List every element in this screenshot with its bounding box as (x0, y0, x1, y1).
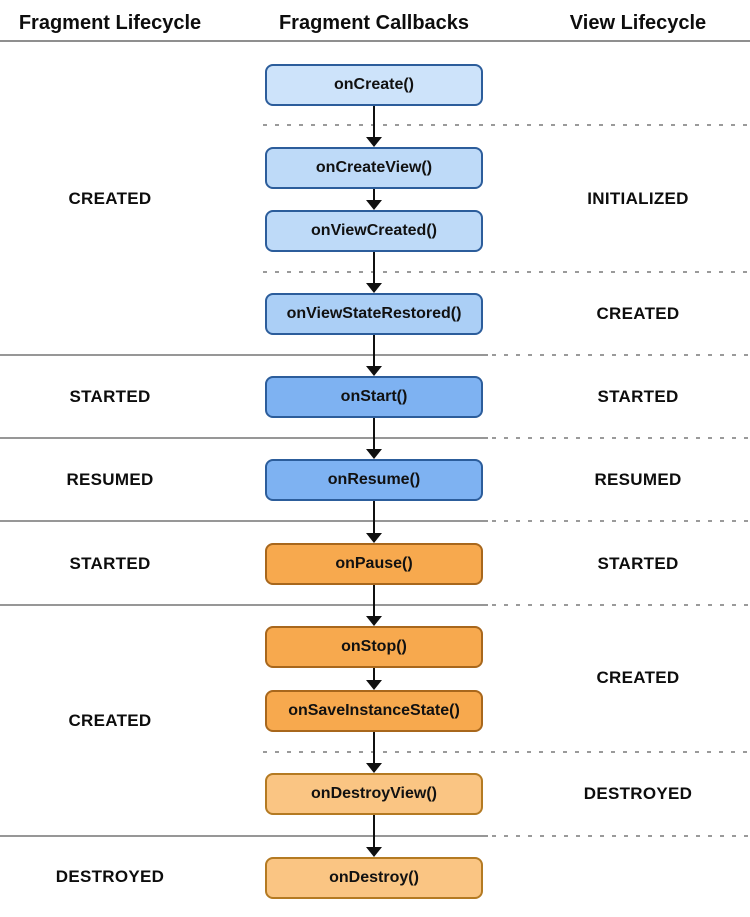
flow-arrow (366, 418, 382, 459)
arrow-shaft (373, 585, 375, 616)
view-state-label-destroyed: DESTROYED (583, 784, 693, 803)
view-state-divider-dashed (492, 604, 750, 606)
flow-arrow (366, 585, 382, 626)
callback-box-ondestroyview: onDestroyView() (265, 773, 483, 815)
view-state-divider-dashed (263, 124, 750, 126)
arrow-shaft (373, 815, 375, 847)
flow-arrow (366, 252, 382, 293)
arrow-head-icon (366, 763, 382, 773)
view-state-label-started-2: STARTED (597, 554, 679, 573)
arrow-shaft (373, 106, 375, 137)
flow-arrow (366, 732, 382, 773)
callback-box-onstop: onStop() (265, 626, 483, 668)
fragment-state-divider (0, 354, 488, 356)
callback-box-onviewcreated: onViewCreated() (265, 210, 483, 252)
callback-box-ondestroy: onDestroy() (265, 857, 483, 899)
column-header-view-lifecycle: View Lifecycle (569, 12, 707, 34)
arrow-head-icon (366, 137, 382, 147)
flow-arrow (366, 106, 382, 147)
fragment-state-divider (0, 604, 488, 606)
header-divider-line (0, 40, 750, 42)
view-state-label-resumed: RESUMED (594, 470, 682, 489)
column-header-fragment-callbacks: Fragment Callbacks (278, 12, 470, 34)
flow-arrow (366, 189, 382, 210)
view-state-divider-dashed (263, 751, 750, 753)
arrow-shaft (373, 189, 375, 200)
arrow-head-icon (366, 366, 382, 376)
view-state-divider-dashed (492, 437, 750, 439)
arrow-head-icon (366, 283, 382, 293)
callback-box-onsaveinstancestate: onSaveInstanceState() (265, 690, 483, 732)
arrow-shaft (373, 252, 375, 283)
arrow-head-icon (366, 533, 382, 543)
arrow-shaft (373, 501, 375, 533)
view-state-label-initialized: INITIALIZED (587, 189, 689, 208)
view-state-label-started: STARTED (597, 387, 679, 406)
view-state-divider-dashed (263, 271, 750, 273)
callback-box-oncreateview: onCreateView() (265, 147, 483, 189)
fragment-state-divider (0, 835, 488, 837)
arrow-shaft (373, 668, 375, 680)
flow-arrow (366, 335, 382, 376)
callback-box-onviewstaterestored: onViewStateRestored() (265, 293, 483, 335)
arrow-head-icon (366, 847, 382, 857)
fragment-state-label-started: STARTED (69, 387, 151, 406)
flow-arrow (366, 501, 382, 543)
fragment-state-divider (0, 437, 488, 439)
view-state-divider-dashed (492, 835, 750, 837)
view-state-label-created-2: CREATED (596, 668, 680, 687)
arrow-shaft (373, 335, 375, 366)
fragment-state-label-started-2: STARTED (69, 554, 151, 573)
fragment-state-label-created: CREATED (68, 189, 152, 208)
flow-arrow (366, 668, 382, 690)
arrow-shaft (373, 418, 375, 449)
callback-box-oncreate: onCreate() (265, 64, 483, 106)
fragment-state-divider (0, 520, 488, 522)
flow-arrow (366, 815, 382, 857)
fragment-state-label-created-2: CREATED (68, 711, 152, 730)
arrow-shaft (373, 732, 375, 763)
column-header-fragment-lifecycle: Fragment Lifecycle (18, 12, 202, 34)
arrow-head-icon (366, 680, 382, 690)
arrow-head-icon (366, 200, 382, 210)
view-state-divider-dashed (492, 520, 750, 522)
arrow-head-icon (366, 449, 382, 459)
view-state-divider-dashed (492, 354, 750, 356)
callback-box-onresume: onResume() (265, 459, 483, 501)
fragment-state-label-destroyed: DESTROYED (55, 867, 165, 886)
view-state-label-created: CREATED (596, 304, 680, 323)
callback-box-onstart: onStart() (265, 376, 483, 418)
fragment-state-label-resumed: RESUMED (66, 470, 154, 489)
arrow-head-icon (366, 616, 382, 626)
callback-box-onpause: onPause() (265, 543, 483, 585)
